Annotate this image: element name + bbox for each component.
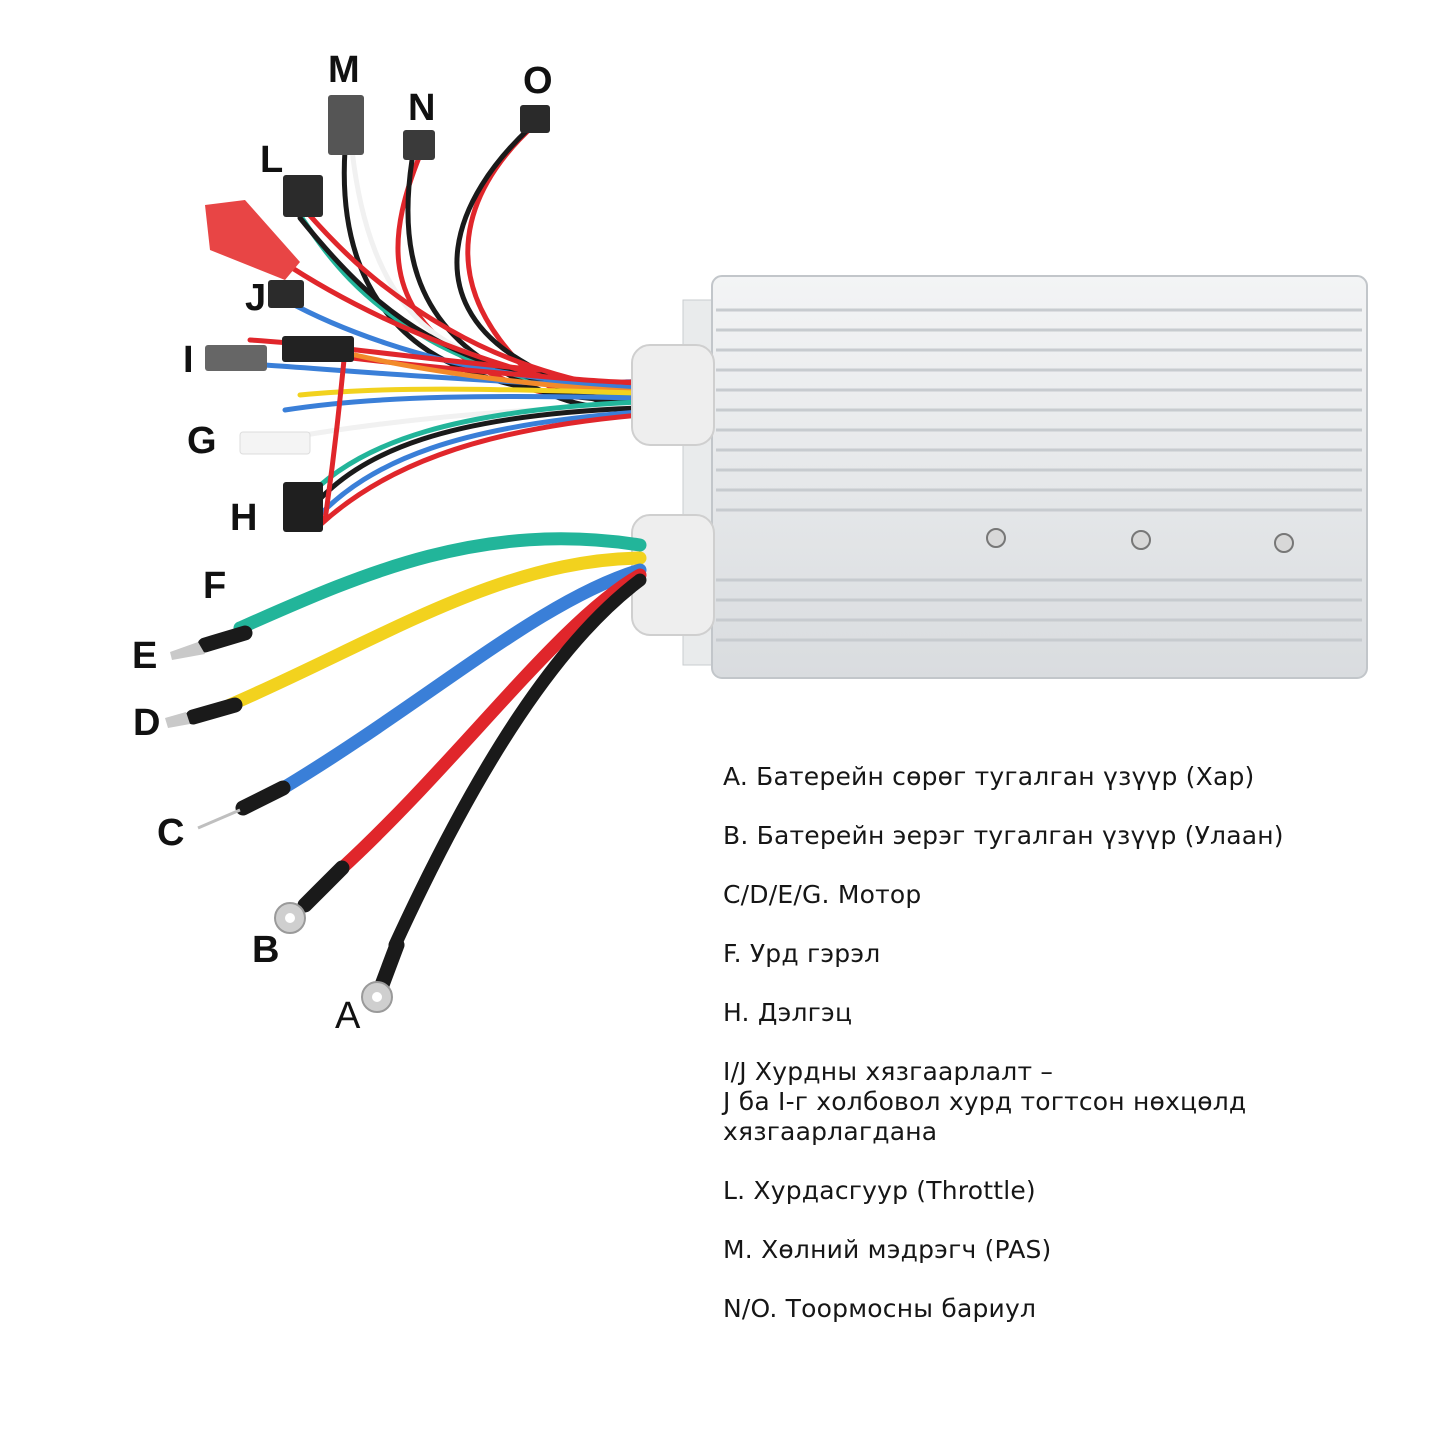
wire-b-black [388, 573, 647, 952]
label-a: A [335, 995, 361, 1037]
legend-item-b: B. Батерейн эерэг тугалган үзүүр (Улаан) [723, 821, 1284, 850]
connector-l [283, 175, 323, 217]
screw [1131, 530, 1151, 550]
wire-d-blue [273, 563, 647, 797]
label-m: M [328, 49, 360, 91]
label-f: F [203, 565, 226, 607]
label-j: J [245, 277, 266, 319]
wire-labels: M N O L J I G H F E D C B A [132, 49, 553, 1037]
controller-housing [682, 275, 1368, 679]
legend-item-l: L. Хурдасгуур (Throttle) [723, 1176, 1036, 1205]
connector-j [268, 280, 304, 308]
connectors [205, 95, 550, 532]
legend-item-no: N/O. Тоормосны бариул [723, 1294, 1037, 1323]
connector-bundle [282, 336, 354, 362]
label-c: C [157, 812, 184, 854]
label-h: H [230, 497, 257, 539]
wire-f-green [233, 532, 647, 635]
legend-item-m: M. Хөлний мэдрэгч (PAS) [723, 1235, 1052, 1264]
wire-e-yellow [223, 551, 647, 712]
label-g: G [187, 420, 217, 462]
label-d: D [133, 702, 160, 744]
label-e: E [132, 635, 157, 677]
label-o: O [523, 60, 553, 102]
signal-wires [247, 117, 643, 528]
label-i: I [183, 339, 194, 381]
connector-i [205, 345, 267, 371]
connector-red-plug [205, 200, 300, 280]
connector-h [283, 482, 323, 532]
wire-c-red [333, 568, 647, 877]
legend-item-motor: C/D/E/G. Мотор [723, 880, 922, 909]
label-b: B [252, 929, 279, 971]
connector-m [328, 95, 364, 155]
connector-n [403, 130, 435, 160]
label-n: N [408, 87, 435, 129]
terminals [165, 625, 405, 1013]
legend-item-h: H. Дэлгэц [723, 998, 853, 1027]
wire-legend: A. Батерейн сөрөг тугалган үзүүр (Хар) B… [723, 762, 1423, 1353]
power-wires [223, 532, 647, 952]
legend-item-a: A. Батерейн сөрөг тугалган үзүүр (Хар) [723, 762, 1255, 791]
connector-g [239, 431, 311, 455]
connector-o [520, 105, 550, 133]
legend-item-f: F. Урд гэрэл [723, 939, 881, 968]
screw [986, 528, 1006, 548]
cable-glands [631, 344, 715, 636]
label-l: L [260, 139, 283, 181]
screw [1274, 533, 1294, 553]
legend-item-ij: I/J Хурдны хязгаарлалт – J ба I-г холбов… [723, 1057, 1247, 1146]
